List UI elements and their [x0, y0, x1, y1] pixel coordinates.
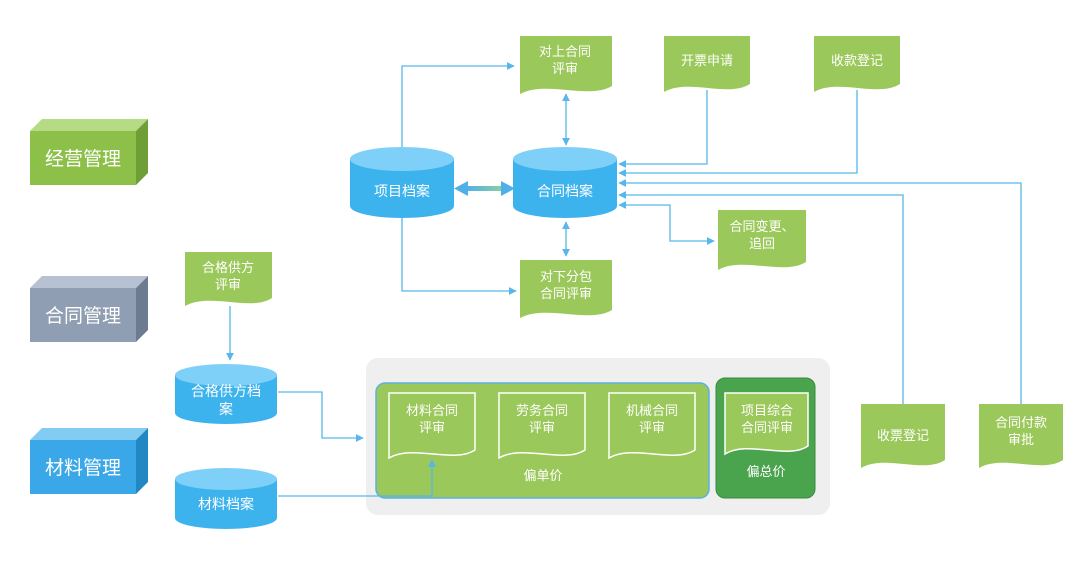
doc-material-review-line2: 评审 — [419, 421, 445, 436]
doc-machine-contract-review: 机械合同 评审 — [608, 392, 696, 460]
doc-supplier-review-line1: 合格供方 — [202, 260, 254, 276]
doc-machine-review-line2: 评审 — [639, 421, 665, 436]
doc-payment-received-label: 收款登记 — [831, 54, 883, 69]
connector-invoice-receipt — [618, 191, 904, 410]
doc-upper-review-line2: 评审 — [552, 62, 578, 77]
doc-material-contract-review: 材料合同 评审 — [388, 392, 476, 460]
doc-project-review-line1: 项目综合 — [741, 404, 793, 419]
connector-invoice-request — [618, 90, 708, 168]
database-supplier-archive: 合格供方档 案 — [175, 364, 277, 424]
doc-invoice-receipt: 收票登记 — [861, 404, 945, 468]
doc-lower-subcontract-review: 对下分包 合同评审 — [520, 260, 612, 318]
doc-machine-review-line1: 机械合同 — [626, 404, 678, 419]
doc-labor-review-line1: 劳务合同 — [516, 403, 568, 419]
doc-payment-approval-line1: 合同付款 — [995, 416, 1047, 431]
supplier-archive-label-2: 案 — [219, 401, 233, 418]
doc-invoice-request-label: 开票申请 — [681, 54, 733, 69]
connectors — [226, 62, 1022, 497]
category-label-business: 经营管理 — [45, 148, 121, 170]
doc-supplier-review-line2: 评审 — [215, 278, 241, 293]
contract-archive-label: 合同档案 — [537, 183, 593, 200]
category-label-material: 材料管理 — [45, 457, 121, 479]
doc-upper-contract-review: 对上合同 评审 — [520, 36, 612, 94]
doc-payment-received: 收款登记 — [814, 36, 900, 92]
doc-invoice-request: 开票申请 — [664, 36, 750, 92]
supplier-archive-label: 合格供方档 — [191, 384, 261, 400]
doc-payment-approval-line2: 审批 — [1008, 433, 1034, 448]
database-project-archive: 项目档案 — [350, 147, 454, 218]
doc-material-review-line1: 材料合同 — [406, 404, 458, 419]
category-cube-material: 材料管理 — [30, 428, 148, 494]
category-cube-business: 经营管理 — [30, 119, 148, 185]
connector-project-to-upper-review — [401, 62, 515, 147]
category-cube-contract: 合同管理 — [30, 276, 148, 342]
doc-payment-approval: 合同付款 审批 — [979, 404, 1063, 468]
connector-project-to-lower-review — [401, 218, 517, 295]
database-material-archive: 材料档案 — [175, 468, 277, 529]
doc-project-review-line2: 合同评审 — [741, 421, 793, 436]
project-archive-label: 项目档案 — [374, 183, 430, 200]
doc-lower-review-line1: 对下分包 — [540, 270, 592, 285]
connector-contract-change — [618, 201, 715, 245]
doc-contract-change: 合同变更、 追回 — [718, 210, 806, 270]
material-archive-label: 材料档案 — [198, 496, 254, 513]
doc-project-comprehensive-review: 项目综合 合同评审 — [724, 392, 809, 456]
doc-lower-review-line2: 合同评审 — [540, 287, 592, 302]
doc-labor-contract-review: 劳务合同 评审 — [498, 392, 586, 460]
doc-supplier-review: 合格供方 评审 — [185, 252, 272, 306]
category-label-contract: 合同管理 — [45, 305, 121, 327]
connector-payment-received — [618, 90, 858, 177]
doc-change-line1: 合同变更、 — [729, 219, 794, 235]
doc-change-line2: 追回 — [749, 236, 775, 252]
connector-supplier-archive — [278, 391, 364, 442]
connector-payment-approval — [618, 179, 1022, 408]
doc-labor-review-line2: 评审 — [529, 421, 555, 436]
connector-material-archive — [278, 459, 436, 497]
doc-invoice-receipt-label: 收票登记 — [877, 429, 929, 444]
database-contract-archive: 合同档案 — [513, 147, 617, 218]
total-price-label: 偏总价 — [746, 465, 785, 480]
doc-upper-review-line1: 对上合同 — [539, 45, 591, 60]
single-price-label: 偏单价 — [523, 469, 562, 484]
connector-project-contract — [454, 181, 515, 196]
